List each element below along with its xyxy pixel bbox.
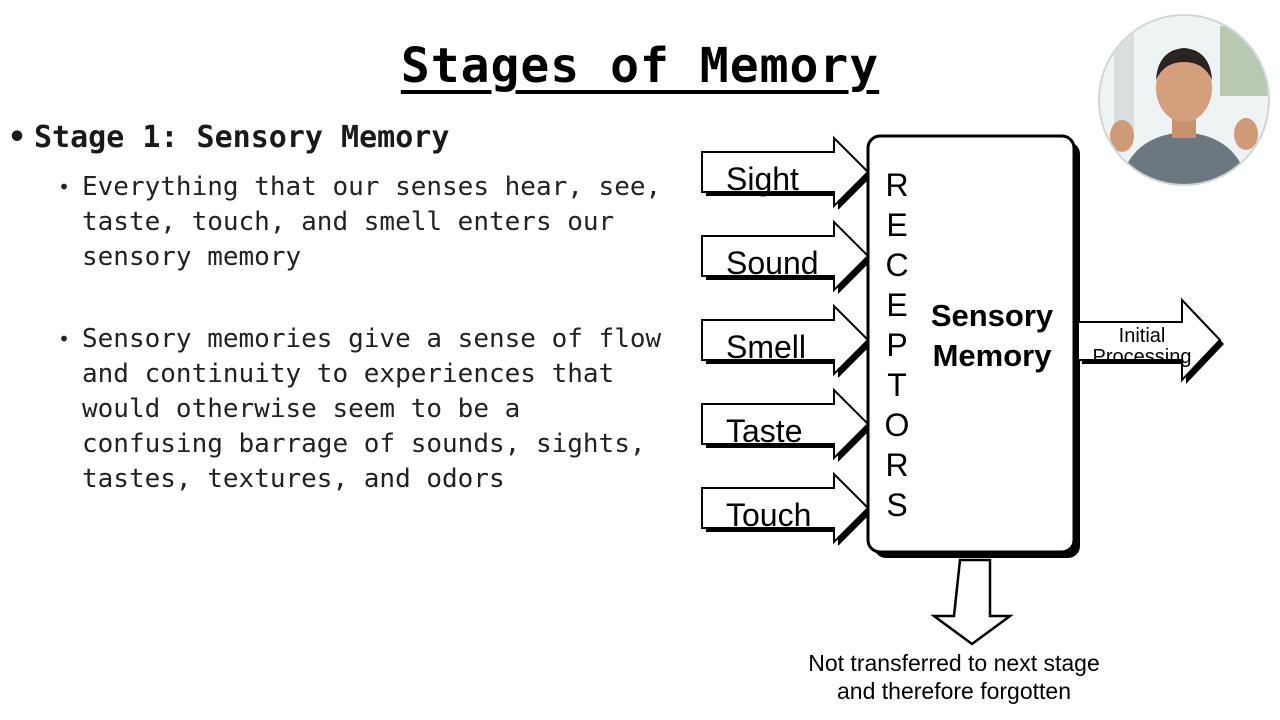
receptors-label: R E C E P T O R S [885,167,910,523]
output-label-line1: Initial [1119,325,1166,347]
svg-text:P: P [886,327,907,363]
input-arrow-taste: Taste [701,389,873,463]
svg-text:O: O [885,407,910,443]
sensory-memory-diagram: Sight Sound Smell Taste Touch R E C E P [701,134,1224,704]
svg-text:S: S [886,487,907,523]
sub-bullet-1: Everything that our senses hear, see, ta… [58,170,668,274]
slide-title: Stages of Memory [400,38,880,94]
input-label: Touch [726,497,811,533]
bullet-list: Stage 1: Sensory Memory Everything that … [8,118,668,496]
box-label: Sensory Memory [931,298,1054,373]
output-arrow: Initial Processing [1077,297,1224,384]
sub-bullet-2: Sensory memories give a sense of flow an… [58,322,668,496]
svg-text:Sensory: Sensory [931,298,1054,333]
stage-heading-bullet: Stage 1: Sensory Memory [8,118,668,158]
svg-text:E: E [886,287,907,323]
input-arrow-smell: Smell [701,305,873,379]
input-arrow-sight: Sight [701,137,873,211]
input-label: Sight [726,161,799,197]
presenter-webcam-image [1098,14,1270,186]
svg-text:R: R [885,167,908,203]
svg-text:Not transferred to next stage: Not transferred to next stage [808,650,1100,676]
input-label: Taste [726,413,802,449]
svg-text:E: E [886,207,907,243]
presenter-avatar-icon [1100,16,1268,184]
svg-text:T: T [887,367,907,403]
input-label: Sound [726,245,819,281]
svg-text:R: R [885,447,908,483]
sensory-memory-box [866,134,1080,558]
output-label-line2: Processing [1093,346,1192,368]
down-arrow [930,558,1014,646]
input-arrow-touch: Touch [701,473,873,547]
svg-text:C: C [885,247,908,283]
svg-text:Memory: Memory [933,338,1053,373]
svg-text:and therefore forgotten: and therefore forgotten [837,678,1071,704]
input-arrow-sound: Sound [701,221,873,295]
forgotten-label: Not transferred to next stage and theref… [808,650,1100,704]
input-label: Smell [726,329,806,365]
